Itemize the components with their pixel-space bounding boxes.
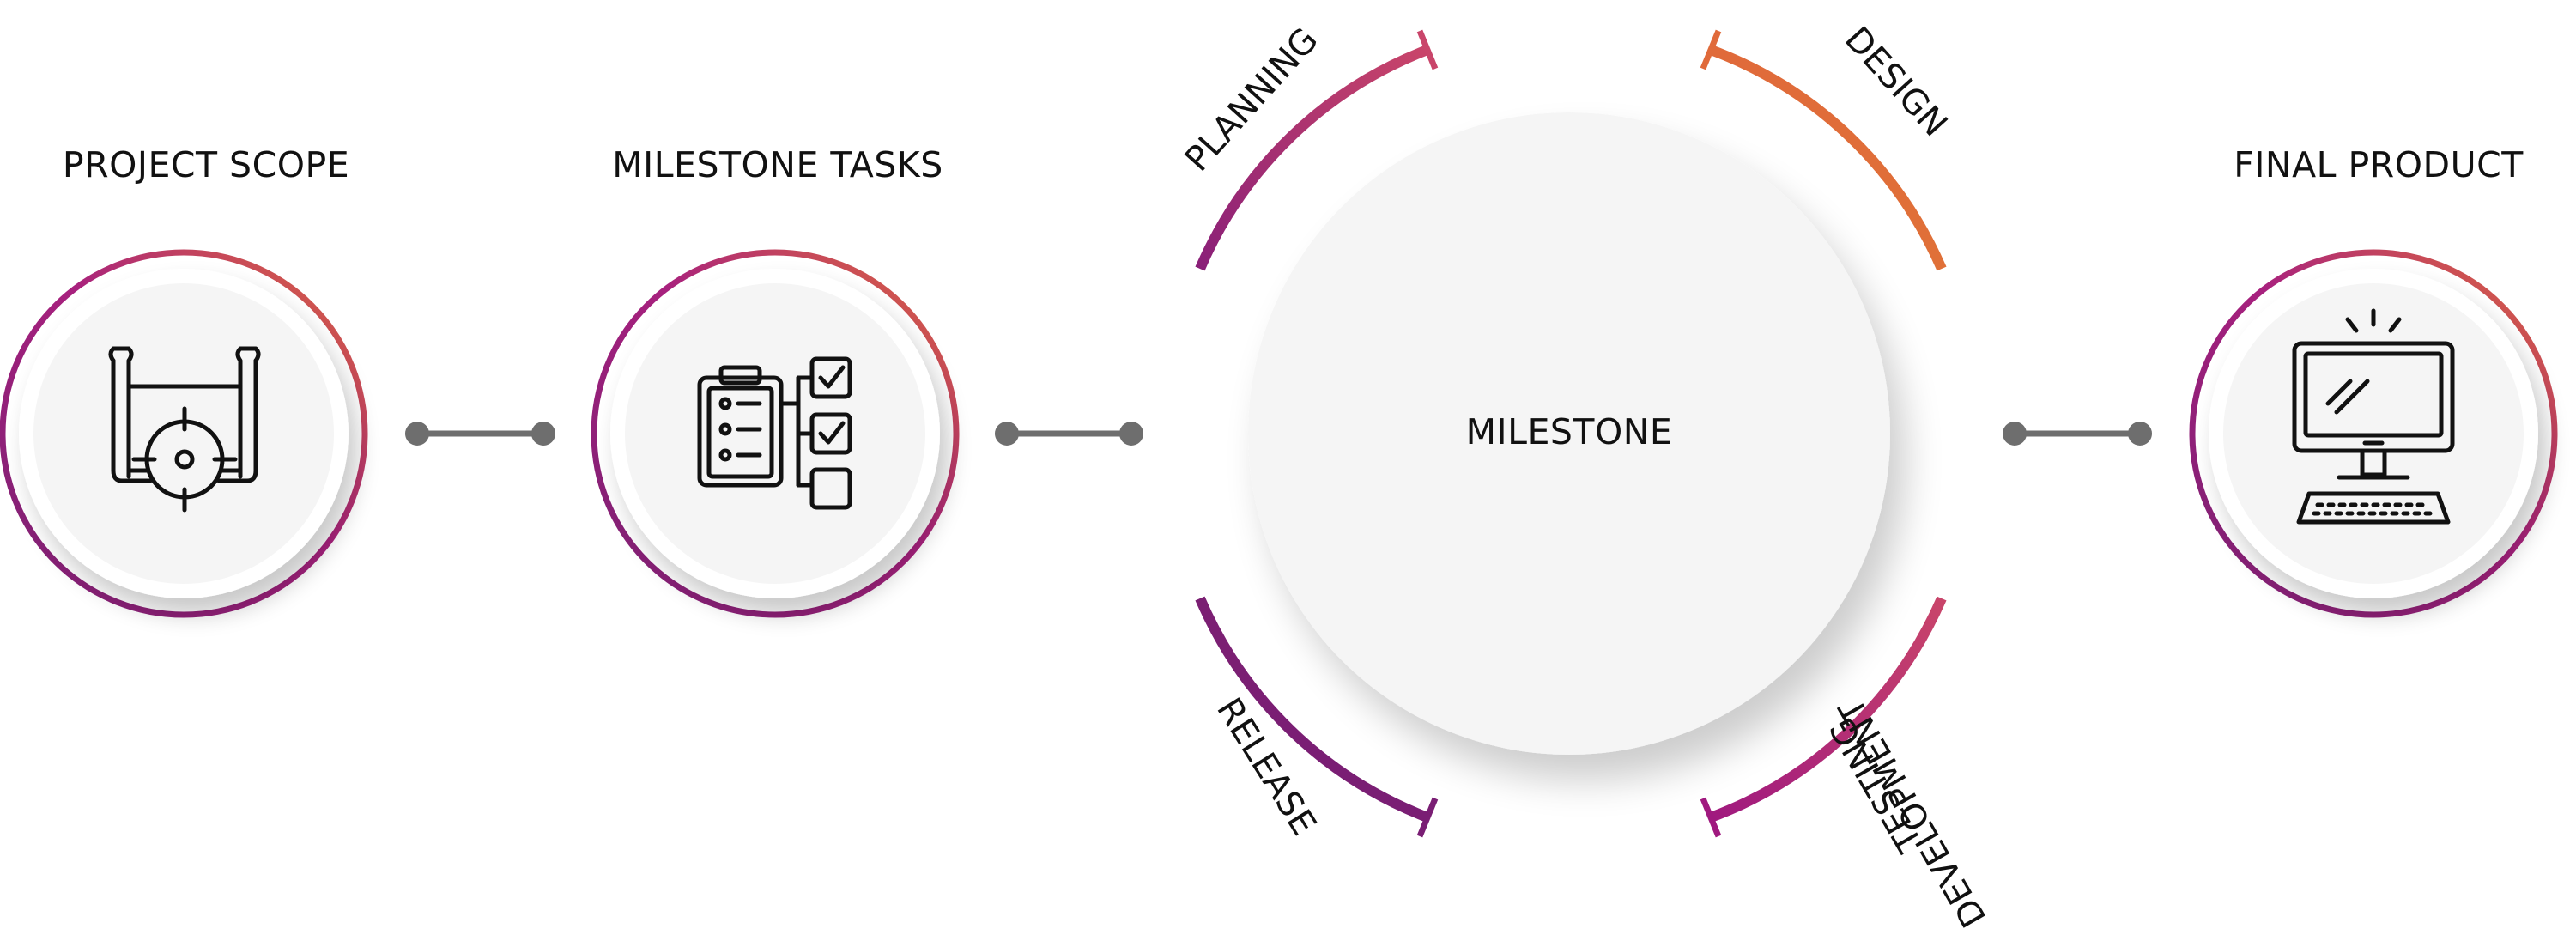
phase-label-planning: PLANNING	[1178, 21, 1326, 179]
connector-scope-to-tasks	[405, 422, 555, 446]
phase-label-design: DESIGN	[1837, 20, 1955, 144]
phase-arc-release	[1195, 596, 1439, 838]
milestone-label: MILESTONE	[1465, 411, 1673, 452]
stage-title-final-product: FINAL PRODUCT	[2234, 144, 2524, 185]
stage-title-project-scope: PROJECT SCOPE	[62, 144, 350, 185]
blueprint-target-icon	[108, 346, 261, 513]
checklist-icon	[697, 356, 852, 510]
desktop-computer-icon	[2292, 308, 2455, 525]
stage-title-milestone-tasks: MILESTONE TASKS	[612, 144, 943, 185]
stage-node-milestone-tasks	[591, 249, 960, 618]
connector-tasks-to-milestone	[995, 422, 1143, 446]
stage-node-final-product	[2189, 249, 2558, 618]
milestone-disc	[1248, 112, 1890, 755]
phase-label-release: RELEASE	[1209, 691, 1324, 842]
phase-arc-design	[1700, 29, 1947, 271]
stage-node-project-scope	[0, 249, 368, 618]
phase-arc-development	[1700, 596, 1947, 838]
phase-arc-planning	[1195, 29, 1439, 271]
connector-milestone-to-product	[2003, 422, 2152, 446]
